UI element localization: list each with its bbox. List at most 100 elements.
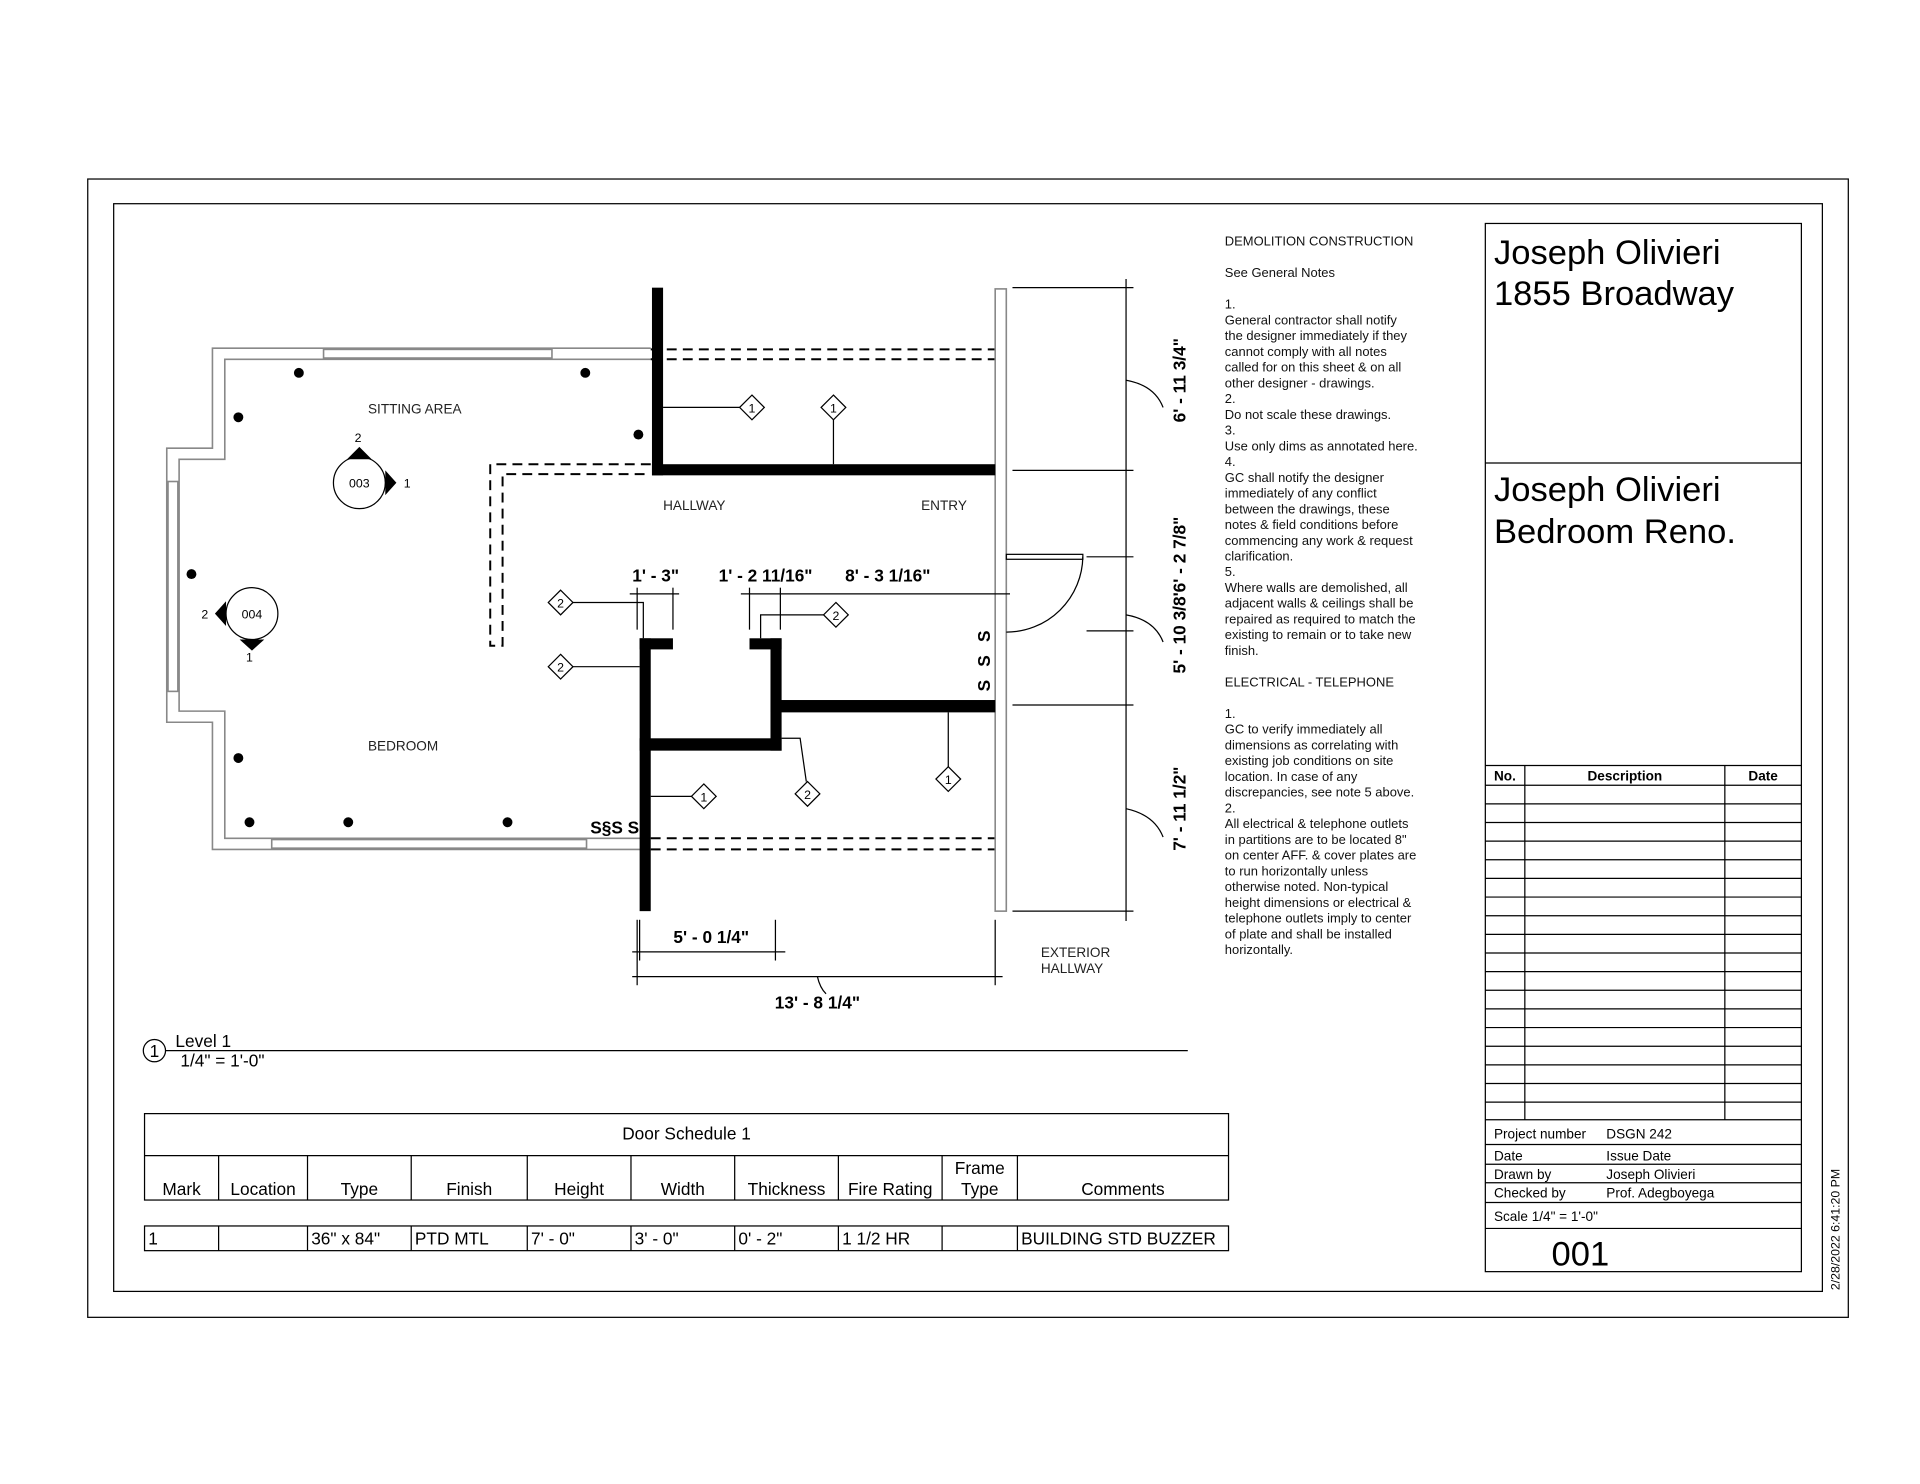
- note-line: immediately of any conflict: [1225, 486, 1377, 501]
- project-number: DSGN 242: [1606, 1126, 1672, 1141]
- issue-date: Issue Date: [1606, 1149, 1671, 1164]
- keynote-leaders: [572, 406, 949, 797]
- dimension-text: 1' - 2 11/16": [719, 566, 813, 586]
- note-line: Do not scale these drawings.: [1225, 407, 1391, 422]
- note-line: existing job conditions on site: [1225, 753, 1394, 768]
- keynote-2: 2: [557, 596, 564, 610]
- window-left: [167, 480, 179, 693]
- column-header: Comments: [1081, 1179, 1165, 1199]
- print-timestamp: 2/28/2022 6:41:20 PM: [1829, 1169, 1843, 1290]
- door-schedule-title: Door Schedule 1: [622, 1124, 751, 1144]
- drawn-by: Joseph Olivieri: [1606, 1167, 1695, 1182]
- note-line: horizontally.: [1225, 942, 1293, 957]
- revision-header-no: No.: [1494, 768, 1516, 783]
- note-line: the designer immediately if they: [1225, 328, 1408, 343]
- note-line: 1.: [1225, 706, 1236, 721]
- revision-header-date: Date: [1748, 768, 1778, 783]
- note-line: 1.: [1225, 297, 1236, 312]
- room-label-exterior-hallway: HALLWAY: [1041, 961, 1103, 976]
- title-block: Joseph Olivieri 1855 Broadway Joseph Oli…: [1484, 222, 1843, 1290]
- dimension-text: 13' - 8 1/4": [775, 993, 860, 1013]
- dimension-text: 7' - 11 1/2": [1169, 767, 1189, 851]
- note-line: of plate and shall be installed: [1225, 926, 1392, 941]
- keynote-2: 2: [557, 661, 564, 675]
- keynote-1: 1: [945, 773, 952, 787]
- note-line: ELECTRICAL - TELEPHONE: [1225, 674, 1395, 689]
- dimension-text: 8' - 3 1/16": [845, 566, 930, 586]
- column-header: Type: [961, 1179, 998, 1199]
- table-cell: 3' - 0": [635, 1228, 679, 1248]
- column-header: Finish: [446, 1179, 492, 1199]
- room-label-exterior: EXTERIOR: [1041, 945, 1111, 960]
- note-line: 2.: [1225, 800, 1236, 815]
- new-wall: [639, 738, 782, 751]
- project-name: Joseph Olivieri: [1494, 471, 1721, 509]
- note-line: telephone outlets imply to center: [1225, 911, 1412, 926]
- keynote-tags: 1 1 2 2 2 1 2 1: [547, 394, 962, 810]
- project-name: Bedroom Reno.: [1494, 513, 1736, 551]
- right-wall: [994, 288, 1008, 912]
- demo-wall-l: [489, 463, 651, 647]
- dimension-text: 5' - 10 3/8'6' - 2 7/8": [1169, 517, 1189, 674]
- room-label-hallway: HALLWAY: [663, 498, 725, 513]
- note-line: other designer - drawings.: [1225, 375, 1375, 390]
- room-label-entry: ENTRY: [921, 498, 967, 513]
- switch-symbol: S: [974, 630, 994, 642]
- keynote-2: 2: [804, 788, 811, 802]
- inner-border: [113, 203, 1823, 1293]
- note-line: called for on this sheet & on all: [1225, 360, 1402, 375]
- outer-border: [87, 178, 1849, 1318]
- revision-header-description: Description: [1587, 768, 1662, 783]
- note-line: All electrical & telephone outlets: [1225, 816, 1409, 831]
- view-tag-id: 004: [242, 608, 263, 622]
- note-line: otherwise noted. Non-typical: [1225, 879, 1389, 894]
- view-tag-num: 1: [246, 651, 253, 665]
- view-tag-id: 003: [349, 477, 370, 491]
- table-cell: 7' - 0": [531, 1228, 575, 1248]
- view-title-text: Level 1: [175, 1031, 231, 1051]
- table-cell: 0' - 2": [738, 1228, 782, 1248]
- new-wall: [639, 638, 651, 912]
- column-header: Fire Rating: [848, 1179, 932, 1199]
- checked-by: Prof. Adegboyega: [1606, 1186, 1714, 1201]
- note-line: DEMOLITION CONSTRUCTION: [1225, 234, 1414, 249]
- room-label-bedroom: BEDROOM: [368, 739, 438, 754]
- note-line: Use only dims as annotated here.: [1225, 438, 1418, 453]
- project-address: 1855 Broadway: [1494, 275, 1735, 313]
- new-wall: [770, 700, 996, 713]
- note-line: repaired as required to match the: [1225, 611, 1416, 626]
- note-line: 5.: [1225, 564, 1236, 579]
- column-header: Mark: [162, 1179, 201, 1199]
- note-line: 3.: [1225, 423, 1236, 438]
- exterior-wall-outer: [165, 347, 651, 851]
- note-line: between the drawings, these: [1225, 501, 1390, 516]
- door-leaf: [1005, 553, 1084, 560]
- view-tag-num: 1: [404, 477, 411, 491]
- note-line: to run horizontally unless: [1225, 863, 1369, 878]
- note-line: 2.: [1225, 391, 1236, 406]
- keynote-1: 1: [830, 401, 837, 415]
- column-header: Location: [230, 1179, 295, 1199]
- table-cell: 36" x 84": [311, 1228, 380, 1248]
- view-title: 1 Level 1 1/4" = 1'-0": [142, 1031, 1188, 1071]
- note-line: existing to remain or to take new: [1225, 627, 1412, 642]
- new-wall: [770, 638, 782, 751]
- view-tag-003[interactable]: 003 2 1: [332, 431, 411, 510]
- note-line: cannot comply with all notes: [1225, 344, 1388, 359]
- door-schedule: Door Schedule 1 Mark Location Type Finish He…: [143, 1113, 1230, 1252]
- view-tag-004[interactable]: 004 2 1: [201, 587, 279, 665]
- note-line: clarification.: [1225, 549, 1293, 564]
- keynote-1: 1: [749, 401, 756, 415]
- window-top: [322, 348, 553, 359]
- label: Project number: [1494, 1126, 1587, 1141]
- table-cell: BUILDING STD BUZZER: [1021, 1228, 1216, 1248]
- note-line: commencing any work & request: [1225, 533, 1413, 548]
- note-line: adjacent walls & ceilings shall be: [1225, 596, 1414, 611]
- view-tag-num: 2: [355, 431, 362, 445]
- note-line: discrepancies, see note 5 above.: [1225, 785, 1414, 800]
- column-header: Thickness: [748, 1179, 826, 1199]
- view-scale: 1/4" = 1'-0": [180, 1051, 264, 1071]
- column-header: Height: [554, 1179, 604, 1199]
